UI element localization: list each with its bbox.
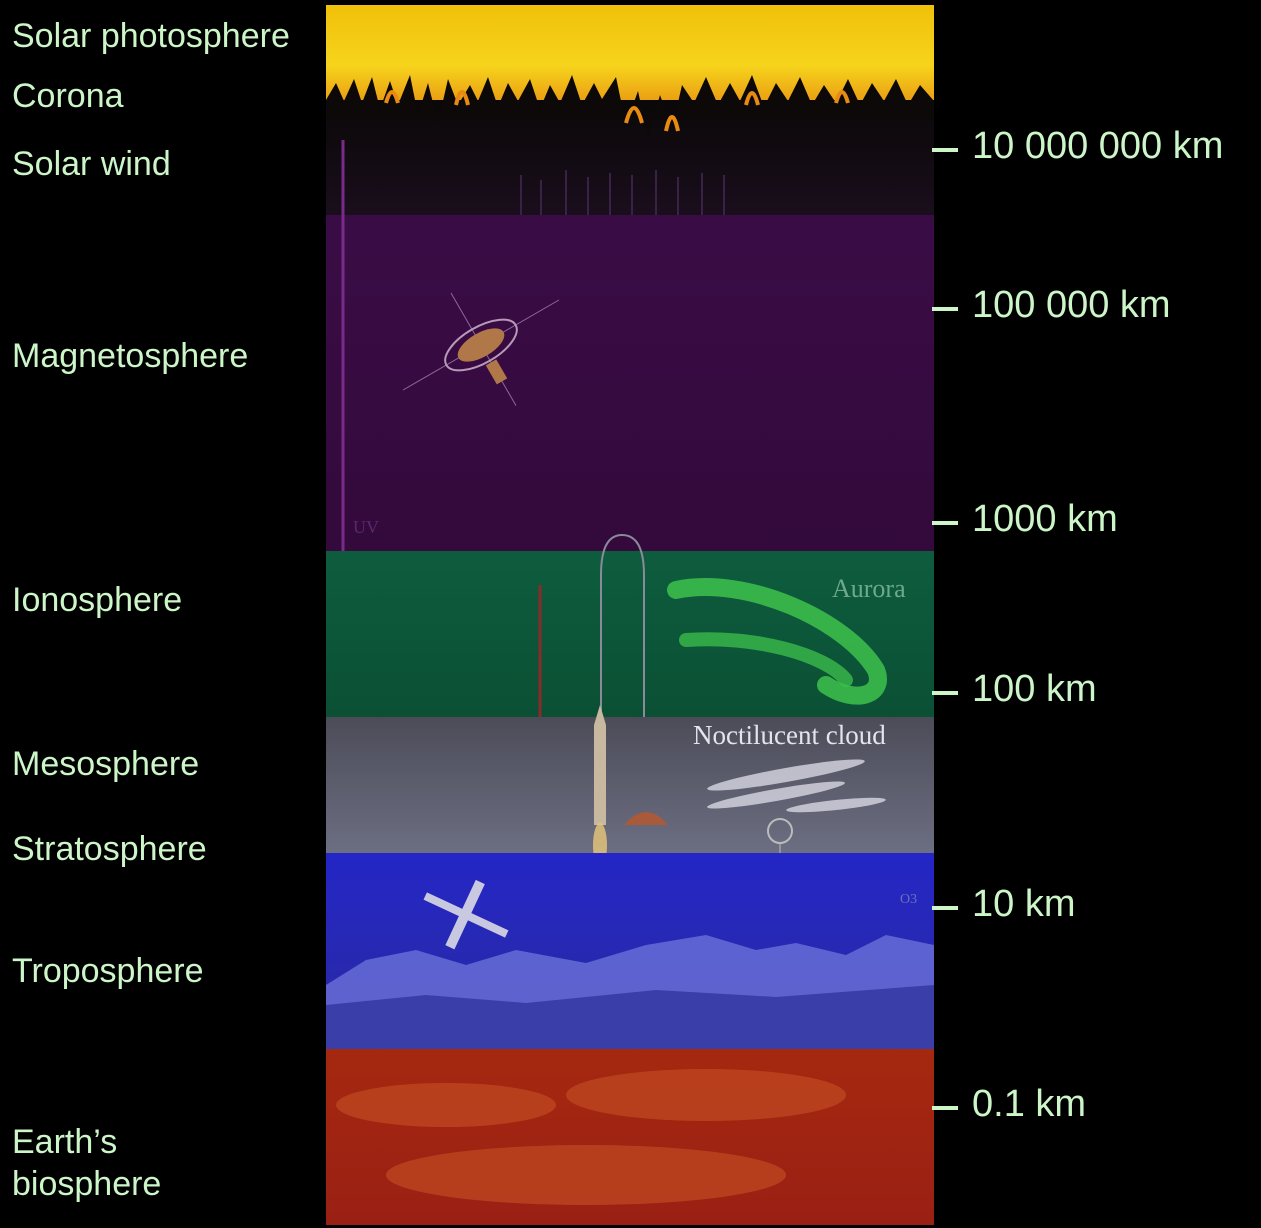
tick-100km xyxy=(932,691,958,695)
altitude-100km: 100 km xyxy=(972,668,1097,710)
noctilucent-cloud-icon xyxy=(707,759,886,813)
tick-100000km xyxy=(932,307,958,311)
label-stratosphere: Stratosphere xyxy=(12,830,207,868)
flame-wisps xyxy=(384,90,850,132)
magnetosphere-band xyxy=(326,215,934,551)
rocket-trajectory xyxy=(600,533,645,853)
ozone-label: O3 xyxy=(900,892,918,907)
airplane-icon xyxy=(423,879,509,950)
label-ionosphere: Ionosphere xyxy=(12,581,183,619)
aurora-icon xyxy=(667,578,887,705)
label-magnetosphere: Magnetosphere xyxy=(12,337,249,375)
noctilucent-cloud-label: Noctilucent cloud xyxy=(693,720,886,750)
biosphere-vegetation xyxy=(336,1069,846,1205)
label-troposphere: Troposphere xyxy=(12,952,204,990)
parachute-icon xyxy=(624,812,668,825)
tick-10000000km xyxy=(932,148,958,152)
valley xyxy=(326,985,934,1049)
tick-1000km xyxy=(932,521,958,525)
rocket-icon xyxy=(593,705,607,867)
altitude-10km: 10 km xyxy=(972,883,1076,925)
altitude-0.1km: 0.1 km xyxy=(972,1083,1087,1125)
tick-10km xyxy=(932,906,958,910)
altitude-10000000km: 10 000 000 km xyxy=(972,125,1224,167)
aurora-label: Aurora xyxy=(832,574,906,603)
altitude-1000km: 1000 km xyxy=(972,498,1118,540)
atmosphere-illustration xyxy=(326,5,934,1225)
label-mesosphere: Mesosphere xyxy=(12,745,200,783)
altitude-100000km: 100 000 km xyxy=(972,284,1171,326)
spacecraft-icon xyxy=(402,292,560,406)
atmosphere-diagram: UV Aurora Noctilucent cloud O3 xyxy=(326,5,934,1225)
tick-0.1km xyxy=(932,1106,958,1110)
label-biosphere-line1: Earth’s xyxy=(12,1123,118,1161)
label-biosphere-line2: biosphere xyxy=(12,1165,162,1203)
corona-flame-edge xyxy=(326,75,934,137)
label-corona: Corona xyxy=(12,77,124,115)
label-solar-photosphere: Solar photosphere xyxy=(12,17,290,55)
label-solar-wind: Solar wind xyxy=(12,145,171,183)
uv-label: UV xyxy=(353,517,379,537)
